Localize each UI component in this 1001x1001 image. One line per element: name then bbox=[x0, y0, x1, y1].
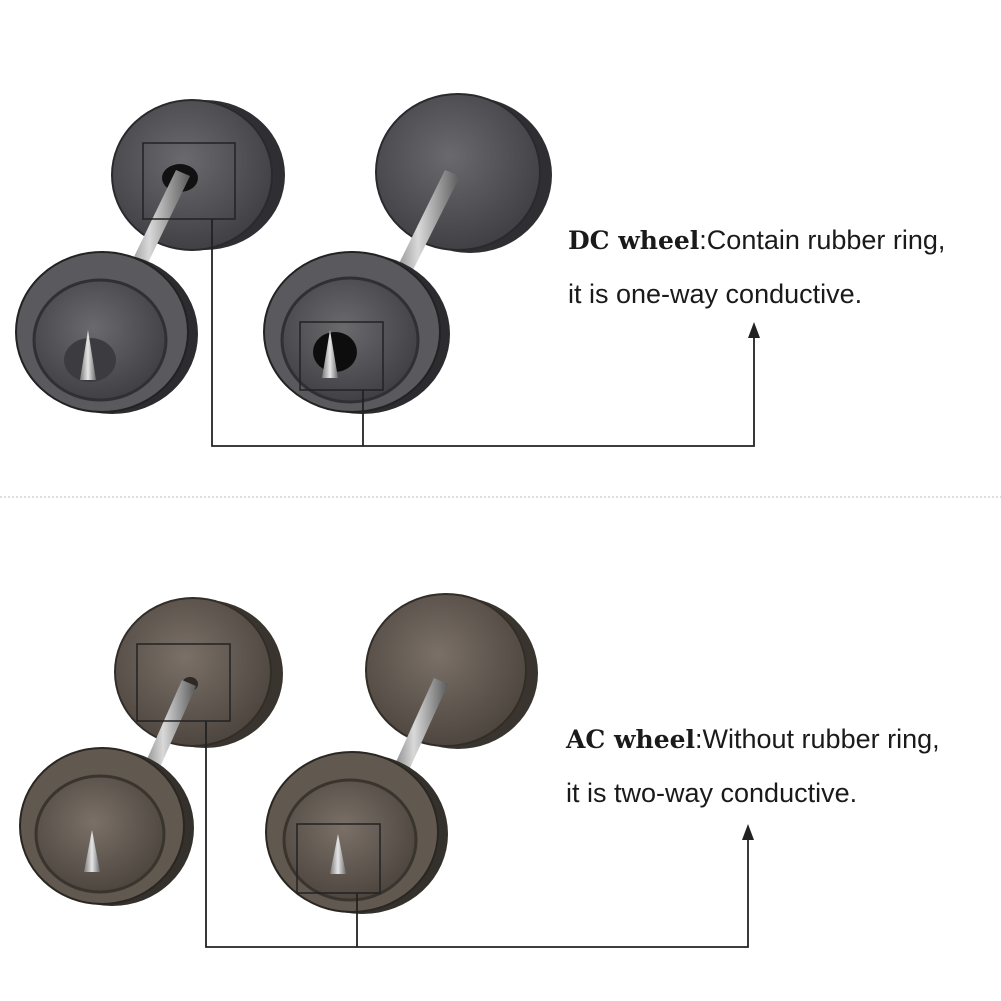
dc-description: :Contain rubber ring, bbox=[699, 225, 946, 255]
ac-caption-line1: AC wheel:Without rubber ring, bbox=[566, 723, 940, 755]
dc-wheelset-left bbox=[15, 99, 285, 414]
ac-wheelset-right bbox=[265, 593, 538, 914]
dc-wheelset-right bbox=[263, 93, 552, 414]
ac-left-back-wheel bbox=[114, 597, 283, 748]
dc-highlight-box-left bbox=[142, 142, 236, 220]
dc-right-rubber-ring bbox=[313, 332, 357, 372]
ac-description: :Without rubber ring, bbox=[695, 724, 940, 754]
dc-caption-line2: it is one-way conductive. bbox=[568, 279, 863, 309]
dc-term: DC wheel bbox=[568, 226, 700, 255]
ac-right-axle bbox=[386, 678, 448, 790]
dc-caption-line1: DC wheel:Contain rubber ring, bbox=[568, 224, 945, 256]
ac-callout-arrowhead bbox=[742, 824, 754, 840]
ac-right-back-wheel bbox=[365, 593, 538, 749]
ac-term: AC wheel bbox=[566, 725, 696, 754]
dc-highlight-box-right bbox=[299, 321, 384, 391]
dc-panel bbox=[15, 93, 760, 447]
dc-left-pin bbox=[80, 330, 96, 380]
dc-right-front-wheel bbox=[263, 251, 450, 414]
dc-right-pin bbox=[322, 330, 338, 378]
ac-callout-line bbox=[205, 721, 749, 948]
ac-wheelset-left bbox=[19, 597, 283, 906]
dc-left-front-wheel bbox=[15, 251, 198, 414]
ac-caption-line2: it is two-way conductive. bbox=[566, 778, 858, 808]
dc-callout-arrowhead bbox=[748, 322, 760, 338]
ac-highlight-box-left bbox=[136, 643, 231, 722]
ac-highlight-box-right bbox=[296, 823, 381, 894]
dc-left-back-wheel bbox=[111, 99, 285, 251]
dc-right-back-wheel bbox=[375, 93, 552, 253]
dc-callout-line bbox=[211, 219, 755, 447]
ac-right-front-wheel bbox=[265, 751, 448, 914]
ac-left-front-wheel bbox=[19, 747, 194, 906]
ac-right-pin bbox=[330, 834, 346, 874]
ac-panel bbox=[19, 593, 754, 948]
ac-left-pin bbox=[84, 830, 100, 872]
